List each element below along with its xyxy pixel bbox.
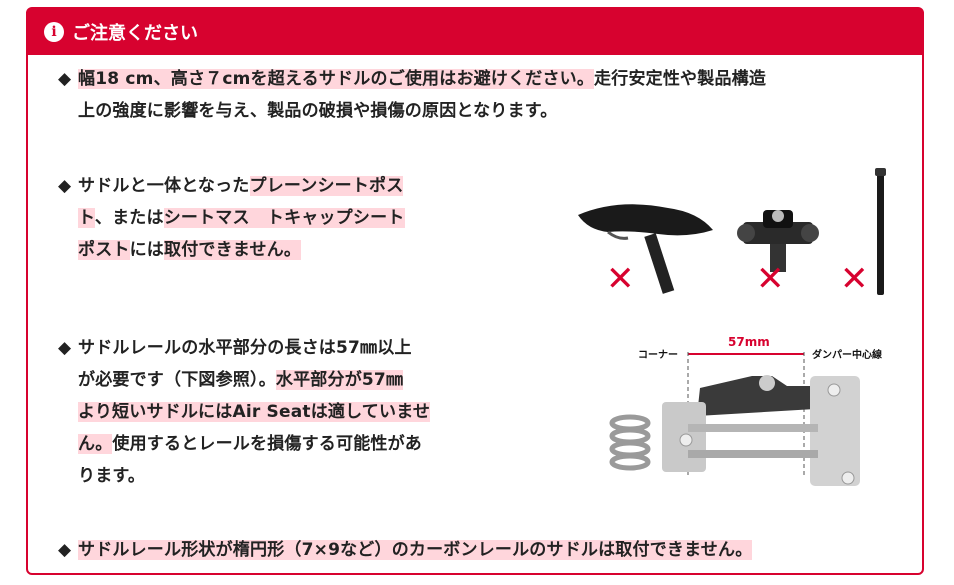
highlight-text: 水平部分が57㎜ <box>275 370 404 390</box>
highlight-text: プレーンシートポス <box>249 176 404 196</box>
dimension-label: 57mm <box>728 335 770 349</box>
incompatible-seatposts-image: ✕ ✕ ✕ <box>578 168 886 299</box>
caution-item-integrated-post: ◆ サドルと一体となったプレーンシートポス ト、またはシートマス トキャップシート… <box>58 170 478 266</box>
caution-panel: i ご注意ください <box>26 7 924 575</box>
highlight-text: 幅18 cm、高さ７cmを超えるサドルのご使用はお避けください。 <box>78 69 595 89</box>
caution-item-saddle-size: ◆ 幅18 cm、高さ７cmを超えるサドルのご使用はお避けください。走行安定性や製… <box>58 63 918 127</box>
body-text: サドルレールの水平部分の長さは57㎜以上 <box>78 338 412 358</box>
damper-label: ダンパー中心線 <box>812 348 882 361</box>
cross-icon: ✕ <box>756 259 785 299</box>
caution-title: ご注意ください <box>72 23 198 44</box>
highlight-text: 取付できません。 <box>164 240 302 260</box>
bullet-diamond: ◆ <box>58 540 72 560</box>
cross-icon: ✕ <box>840 259 869 299</box>
rail-lower <box>688 450 818 458</box>
spring-left <box>609 414 651 471</box>
body-text: 走行安定性や製品構造 <box>594 69 767 89</box>
body-text: には <box>129 240 165 260</box>
highlight-text: より短いサドルにはAir Seatは適していませ <box>78 402 431 422</box>
body-text: が必要です（下図参照）。 <box>78 370 276 390</box>
plain-seatpost-photo <box>875 168 886 295</box>
rail-upper <box>688 424 818 432</box>
highlight-text: シートマス トキャップシート <box>163 208 405 228</box>
bullet-diamond: ◆ <box>58 338 72 358</box>
highlight-text: ポスト <box>78 240 130 260</box>
caution-header: i ご注意ください <box>28 9 922 55</box>
highlight-text: ト <box>78 208 95 228</box>
body-text: 使用するとレールを損傷する可能性があ <box>112 434 423 454</box>
bullet-diamond: ◆ <box>58 176 72 196</box>
corner-label: コーナー <box>638 349 678 361</box>
caution-item-oval-rail: ◆ サドルレール形状が楕円形（7×9など）のカーボンレールのサドルは取付できません… <box>58 534 918 566</box>
body-text: ります。 <box>78 466 146 486</box>
body-text: 、または <box>94 208 164 228</box>
integrated-seatpost-photo <box>578 204 713 294</box>
rail-length-diagram: コーナー 57mm ダンパー中心線 <box>609 335 882 486</box>
info-icon: i <box>44 22 64 42</box>
seatmast-topcap-photo <box>737 210 819 272</box>
body-text: サドルと一体となった <box>78 176 250 196</box>
cross-icon: ✕ <box>606 259 635 299</box>
highlight-text: ん。 <box>78 434 113 454</box>
bullet-diamond: ◆ <box>58 69 72 89</box>
clamp-right <box>810 376 860 486</box>
highlight-text: サドルレール形状が楕円形（7×9など）のカーボンレールのサドルは取付できません。 <box>78 540 753 560</box>
body-text: 上の強度に影響を与え、製品の破損や損傷の原因となります。 <box>78 101 558 121</box>
caution-item-rail-length: ◆ サドルレールの水平部分の長さは57㎜以上 が必要です（下図参照）。水平部分が5… <box>58 332 498 492</box>
mount-body <box>697 376 832 416</box>
